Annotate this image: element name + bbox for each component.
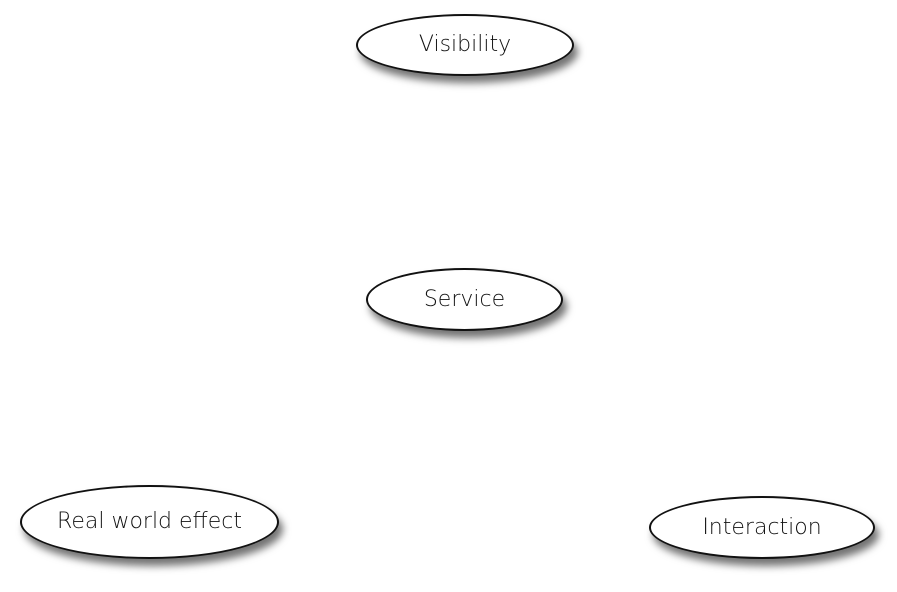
visibility-node-label: Visibility	[418, 32, 512, 57]
service-node: Service	[366, 268, 563, 331]
real-world-effect-node: Real world effect	[20, 485, 279, 559]
service-node-label: Service	[423, 286, 506, 312]
interaction-node-label: Interaction	[702, 514, 822, 540]
real-world-effect-node-label: Real world effect	[57, 509, 242, 534]
visibility-node: Visibility	[356, 14, 574, 76]
interaction-node: Interaction	[649, 496, 875, 559]
